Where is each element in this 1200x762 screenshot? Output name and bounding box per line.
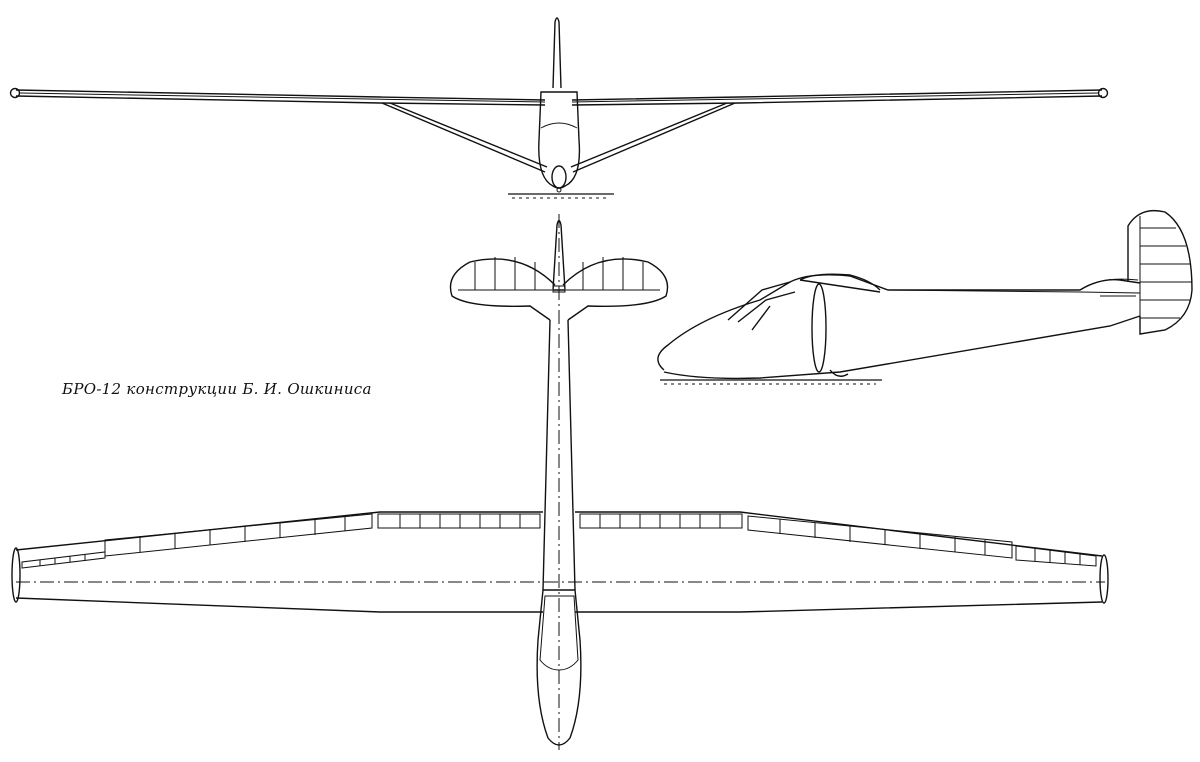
front-wing-left xyxy=(15,89,546,106)
side-strut xyxy=(811,283,827,373)
side-wing-root xyxy=(799,273,881,293)
top-view xyxy=(11,214,1109,750)
top-wing-right xyxy=(575,511,1103,613)
front-strut-right xyxy=(570,102,736,173)
top-wingtip-right xyxy=(1099,554,1109,604)
front-wingtip-left xyxy=(9,87,21,99)
front-skid xyxy=(551,165,567,189)
front-wing-right xyxy=(571,89,1103,106)
top-fuselage xyxy=(542,319,576,591)
front-fin xyxy=(552,17,562,89)
front-strut-left xyxy=(381,102,548,173)
top-wingtip-left xyxy=(11,547,21,603)
top-cockpit xyxy=(536,589,582,746)
side-canopy xyxy=(727,281,796,331)
front-fuselage xyxy=(538,91,581,189)
side-fin xyxy=(1127,209,1193,335)
top-tailplane xyxy=(449,258,669,321)
front-view xyxy=(9,17,1109,199)
drawing-caption: БРО-12 конструкции Б. И. Ошкиниса xyxy=(62,380,372,398)
side-skid xyxy=(829,369,849,377)
top-fin xyxy=(552,219,566,291)
front-wingtip-right xyxy=(1097,87,1109,99)
side-view xyxy=(657,209,1193,385)
